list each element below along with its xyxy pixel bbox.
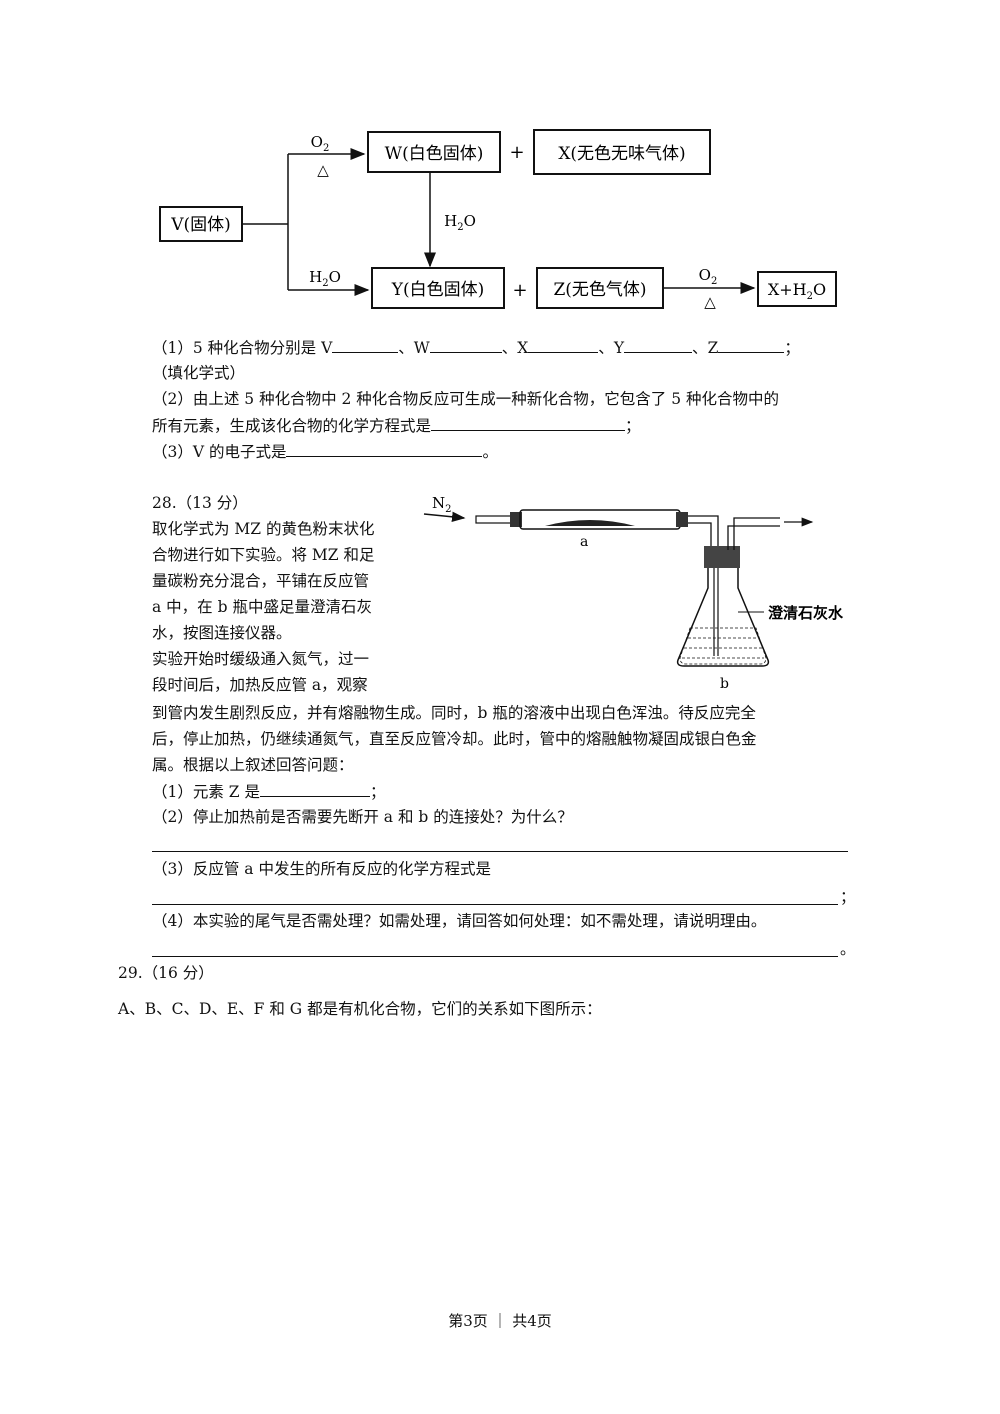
x-box-label: X(无色无味气体)	[558, 144, 685, 164]
tube-label-a: a	[580, 534, 588, 550]
q27-part1: （1）5 种化合物分别是 V、W、X、Y、Z；	[152, 336, 800, 359]
reaction-flow-diagram: V(固体) O2 △ H2O W(白色固体) + X(无色无味气体) H2O Y…	[159, 129, 837, 311]
q28-part3-end: ；	[840, 888, 856, 906]
q27-part2-line2: 所有元素，生成该化合物的化学方程式是；	[152, 414, 641, 437]
q29-heading: 29.（16 分）	[118, 964, 214, 982]
q28-heading: 28.（13 分）	[152, 494, 248, 512]
y-box-label: Y(白色固体)	[391, 280, 485, 300]
powder-mixture	[545, 520, 635, 526]
q27-part2-line1: （2）由上述 5 种化合物中 2 种化合物反应可生成一种新化合物，它包含了 5 …	[152, 390, 780, 408]
y-box	[371, 267, 505, 309]
flask-label-b: b	[720, 676, 729, 692]
plus-top: +	[509, 142, 524, 163]
q28-text-line8: 到管内发生剧烈反应，并有熔融物生成。同时，b 瓶的溶液中出现白色浑浊。待反应完全	[152, 704, 756, 722]
z-box-label: Z(无色气体)	[553, 280, 646, 300]
w-box-label: W(白色固体)	[385, 144, 484, 164]
q27-part3: （3）V 的电子式是。	[152, 440, 498, 463]
q29-intro: A、B、C、D、E、F 和 G 都是有机化合物，它们的关系如下图所示：	[118, 1000, 602, 1018]
o2-label-right: O2	[699, 266, 718, 287]
q28-part2-answer-line	[152, 851, 848, 852]
q28-text-line3: 量碳粉充分混合，平铺在反应管	[152, 572, 370, 590]
q28-text-line4: a 中，在 b 瓶中盛足量澄清石灰	[152, 598, 372, 616]
q28-part3: （3）反应管 a 中发生的所有反应的化学方程式是	[152, 860, 491, 878]
plus-bottom: +	[512, 280, 527, 301]
limewater-label: 澄清石灰水	[768, 604, 844, 622]
q28-text-line10: 属。根据以上叙述回答问题：	[152, 756, 354, 774]
v-box-label: V(固体)	[170, 215, 231, 235]
x-box	[533, 129, 711, 175]
page-footer: 第3页 ｜ 共4页	[448, 1312, 552, 1330]
q28-part4-answer-line	[152, 956, 838, 957]
q28-part4: （4）本实验的尾气是否需处理？如需处理，请回答如何处理：如不需处理，请说明理由。	[152, 912, 767, 930]
heat-symbol-top: △	[317, 161, 329, 179]
flask-b	[676, 568, 770, 667]
q28-part3-answer-line	[152, 904, 838, 905]
w-box	[367, 131, 501, 173]
h2o-label-left: H2O	[309, 268, 341, 289]
reaction-tube-a	[519, 509, 681, 530]
q28-text-line2: 合物进行如下实验。将 MZ 和足	[152, 546, 375, 564]
apparatus-figure: N2 a 澄清石灰水 b	[423, 494, 844, 692]
heat-symbol-right: △	[704, 293, 716, 311]
q28-text-line5: 水，按图连接仪器。	[152, 624, 292, 642]
product-box	[757, 271, 837, 307]
o2-label-top: O2	[311, 133, 330, 154]
q27-part1-note: （填化学式）	[152, 364, 246, 382]
h2o-label-vertical: H2O	[444, 212, 476, 233]
q28-text-line7: 段时间后，加热反应管 a，观察	[152, 676, 368, 694]
n2-label: N2	[432, 494, 452, 515]
q28-part2: （2）停止加热前是否需要先断开 a 和 b 的连接处？为什么？	[152, 808, 573, 826]
q28-part4-end: 。	[840, 940, 856, 958]
q28-text-line1: 取化学式为 MZ 的黄色粉末状化	[152, 520, 375, 538]
q28-text-line6: 实验开始时缓级通入氮气，过一	[152, 650, 370, 668]
q28-text-line9: 后，停止加热，仍继续通氮气，直至反应管冷却。此时，管中的熔融触物凝固成银白色金	[152, 730, 757, 748]
product-box-label: X+H2O	[768, 280, 826, 302]
q28-part1: （1）元素 Z 是；	[152, 780, 386, 803]
